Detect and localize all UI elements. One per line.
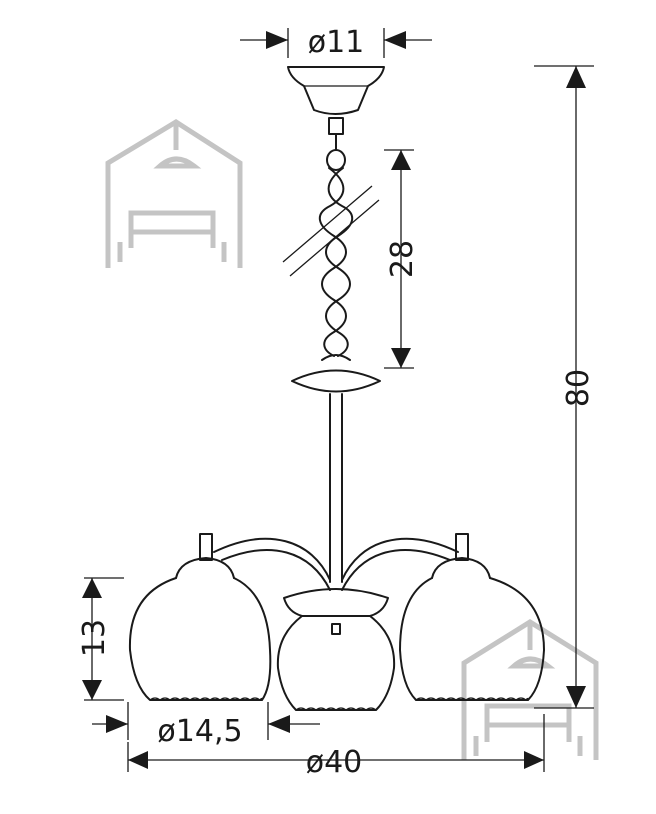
ceiling-canopy bbox=[287, 66, 385, 115]
chain-length-label: 28 bbox=[385, 240, 420, 278]
total-diameter-label: ø40 bbox=[306, 745, 363, 780]
break-line bbox=[282, 185, 380, 277]
shade-diameter-label: ø14,5 bbox=[157, 714, 242, 749]
arm-right bbox=[341, 537, 459, 591]
collar-disc bbox=[291, 369, 381, 393]
arrowhead-icon bbox=[391, 150, 411, 170]
arrowhead-icon bbox=[524, 751, 544, 769]
arm-left bbox=[213, 537, 331, 591]
arrowhead-icon bbox=[82, 680, 102, 700]
canopy-diameter-label: ø11 bbox=[308, 25, 365, 60]
total-height-label: 80 bbox=[561, 369, 596, 407]
arrowhead-icon bbox=[128, 751, 148, 769]
dimension-lines bbox=[82, 28, 594, 772]
shade-middle bbox=[276, 588, 396, 711]
watermark-logo-top-left bbox=[105, 119, 243, 268]
shade-height-label: 13 bbox=[77, 619, 112, 657]
arrowhead-icon bbox=[268, 715, 290, 733]
watermark-logo-bottom-right bbox=[461, 619, 599, 760]
arrowhead-icon bbox=[266, 31, 288, 49]
arrowhead-icon bbox=[566, 66, 586, 88]
arrowhead-icon bbox=[384, 31, 406, 49]
arrowhead-icon bbox=[391, 348, 411, 368]
chain bbox=[319, 133, 353, 357]
shade-left bbox=[128, 533, 272, 701]
stem bbox=[329, 393, 343, 583]
lamp-drawing bbox=[128, 66, 545, 711]
arrowhead-icon bbox=[566, 686, 586, 708]
arrowhead-icon bbox=[106, 715, 128, 733]
arrowhead-icon bbox=[82, 578, 102, 598]
shade-right bbox=[399, 533, 545, 701]
